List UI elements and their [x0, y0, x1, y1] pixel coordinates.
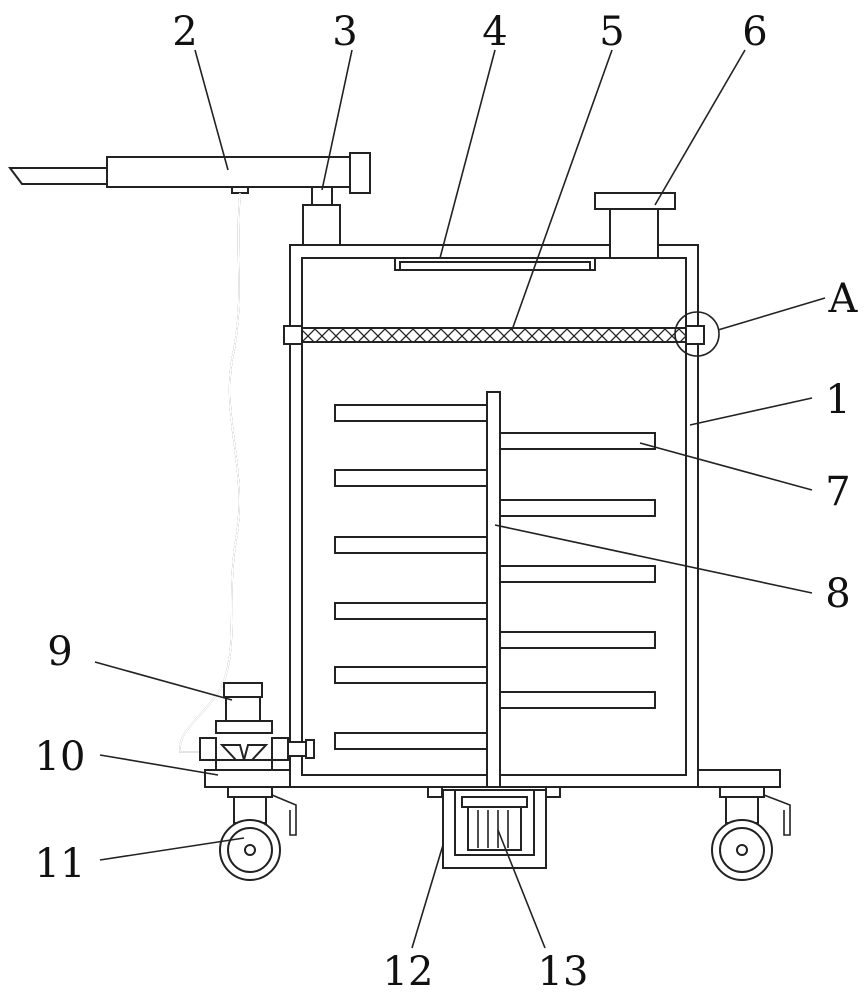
label-1: 1	[825, 377, 850, 423]
label-12: 12	[383, 949, 434, 995]
label-5: 5	[599, 9, 624, 55]
label-3: 3	[332, 9, 357, 55]
left-platform	[205, 770, 290, 787]
motor-housing	[428, 787, 560, 868]
label-11: 11	[35, 841, 86, 887]
label-10: 10	[35, 734, 86, 780]
label-4: 4	[482, 9, 507, 55]
label-6: 6	[742, 9, 767, 55]
label-A: A	[828, 276, 859, 322]
label-7: 7	[825, 469, 850, 515]
hose	[180, 193, 240, 752]
top-plate	[395, 258, 595, 270]
label-13: 13	[538, 949, 589, 995]
label-2: 2	[172, 9, 197, 55]
label-9: 9	[47, 629, 72, 675]
right-wheel	[712, 787, 790, 880]
label-8: 8	[825, 571, 850, 617]
right-platform	[698, 770, 780, 787]
gun-support	[303, 187, 340, 245]
left-wheel	[220, 787, 296, 880]
